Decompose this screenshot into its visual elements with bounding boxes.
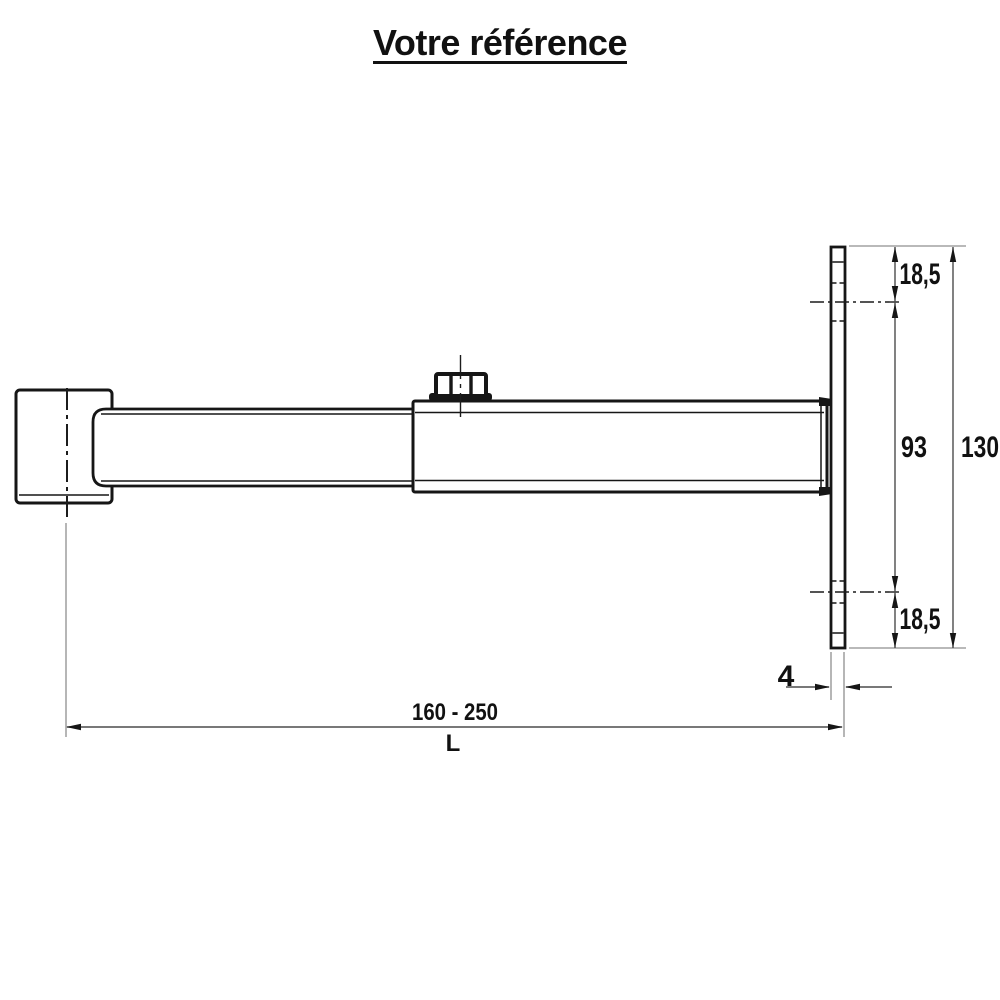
outer-tube (411, 399, 829, 494)
page-title: Votre référence (373, 22, 627, 63)
dimension-plate-thickness (786, 683, 892, 691)
dimension-length (66, 723, 843, 731)
dimension-label-bottom-offset: 18,5 (900, 603, 941, 636)
dimension-label-total-height: 130 (961, 431, 999, 464)
dimension-label-hole-spacing: 93 (901, 431, 927, 464)
dimension-label-top-offset: 18,5 (900, 258, 941, 291)
mounting-plate (829, 245, 847, 650)
weld-marks (819, 397, 832, 496)
plate-hole-hidden-lines (832, 282, 844, 604)
inner-tube (91, 407, 420, 488)
hex-bolt (429, 355, 492, 422)
dimension-chain-right (891, 247, 899, 648)
dimension-total-height (949, 247, 957, 648)
dimension-label-plate-thickness: 4 (778, 660, 795, 693)
dimension-label-length-symbol: L (446, 730, 461, 757)
dimension-label-length-range: 160 - 250 (412, 699, 498, 726)
extension-lines (65, 245, 966, 737)
